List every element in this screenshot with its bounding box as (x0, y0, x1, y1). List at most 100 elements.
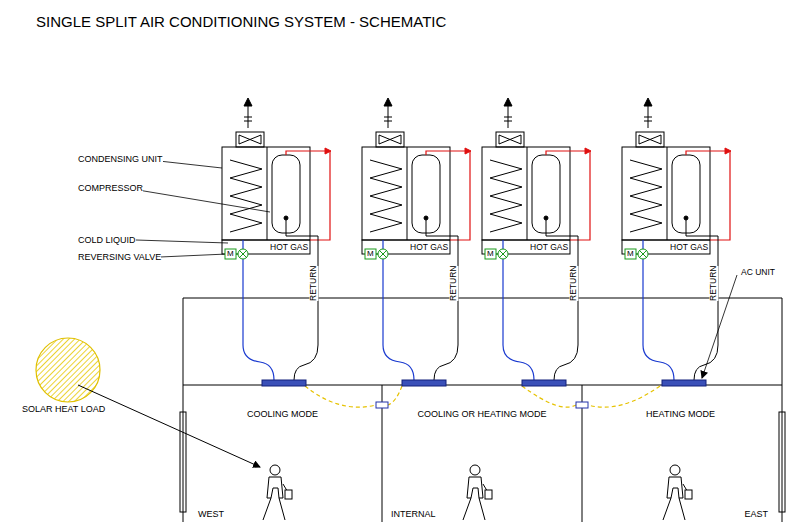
exhaust-mark (384, 117, 392, 118)
head (270, 465, 280, 475)
divider (407, 147, 408, 240)
building (180, 298, 785, 522)
pipe-label: RETURN (450, 265, 459, 300)
pipe-label: HOT GAS (530, 243, 568, 252)
fan-symbol (379, 135, 401, 144)
room: COOLING OR HEATING MODE INTERNAL (383, 386, 581, 522)
reversing-valve (238, 249, 248, 259)
title: SINGLE SPLIT AIR CONDITIONING SYSTEM - S… (36, 14, 446, 29)
coil (230, 160, 262, 232)
hot-gas-line (286, 151, 326, 155)
exhaust-mark (504, 121, 512, 122)
unit-housing (222, 147, 310, 240)
exhaust-mark (244, 117, 252, 118)
port (544, 216, 548, 220)
sensors (376, 402, 588, 408)
port (284, 216, 288, 220)
fan-symbol (239, 135, 261, 144)
port (684, 216, 688, 220)
reversing-valve (498, 249, 508, 259)
valve-cross (499, 250, 507, 258)
person (463, 465, 492, 520)
torso (267, 477, 283, 498)
room-name: EAST (744, 510, 768, 519)
unit-housing (362, 147, 450, 240)
hot-gas-line (570, 151, 590, 240)
papers (285, 490, 292, 499)
hot-gas-line (310, 151, 330, 240)
callout-label: AC UNIT (741, 268, 775, 277)
callout-label: COLD LIQUID (78, 236, 136, 245)
room: COOLING MODEWEST (184, 386, 381, 522)
papers (485, 490, 492, 499)
condensing-unit (362, 98, 471, 386)
mode-label: COOLING OR HEATING MODE (383, 410, 581, 419)
room: HEATING MODEEAST (583, 386, 778, 522)
exhaust-arrow (648, 104, 649, 128)
hot-gas-line (686, 151, 726, 155)
valve-link (636, 254, 638, 255)
valve-cross (239, 250, 247, 258)
exhaust-mark (504, 117, 512, 118)
mode-label: COOLING MODE (184, 410, 381, 419)
ac-unit (262, 380, 306, 386)
arrow-head (384, 98, 392, 106)
coil (490, 160, 522, 232)
exhaust-arrow (248, 104, 249, 128)
exhaust-mark (644, 117, 652, 118)
pipe-label: RETURN (310, 265, 319, 300)
exhaust-mark (384, 121, 392, 122)
arrow-head (244, 98, 252, 106)
torso (667, 477, 683, 498)
head (470, 465, 480, 475)
reversing-valve (378, 249, 388, 259)
unit-housing (482, 147, 570, 240)
fan-symbol (639, 135, 661, 144)
callout-label: SOLAR HEAT LOAD (22, 405, 105, 414)
fan-box (236, 132, 264, 147)
condensing-unit (622, 98, 731, 386)
ac-unit (402, 380, 446, 386)
fan-box (376, 132, 404, 147)
valve-link (376, 254, 378, 255)
liquid-pipe (243, 240, 274, 380)
liquid-pipe (383, 240, 414, 380)
divider (527, 147, 528, 240)
condensing-units (222, 98, 731, 386)
papers (685, 490, 692, 499)
exhaust-mark (244, 121, 252, 122)
valve-motor (485, 249, 496, 259)
port (424, 216, 428, 220)
sun (36, 338, 260, 467)
arrow-head (504, 98, 512, 106)
fan-symbol (499, 135, 521, 144)
arrow-head (644, 98, 652, 106)
motor-letter: M (367, 250, 374, 258)
pipe-label: HOT GAS (670, 243, 708, 252)
ac-unit (662, 380, 706, 386)
condensing-unit (222, 98, 331, 386)
valve-motor (625, 249, 636, 259)
room-name: INTERNAL (391, 510, 436, 519)
limbs (663, 484, 689, 520)
valve-cross (639, 250, 647, 258)
divider (267, 147, 268, 240)
sensor-links (305, 386, 660, 407)
motor-letter: M (487, 250, 494, 258)
callout-label: COMPRESSOR (78, 184, 143, 193)
motor-letter: M (227, 250, 234, 258)
reversing-valve (638, 249, 648, 259)
ac-unit (522, 380, 566, 386)
limbs (263, 484, 289, 520)
valve-link (236, 254, 238, 255)
exhaust-mark (644, 121, 652, 122)
pipe-label: RETURN (710, 265, 719, 300)
limbs (463, 484, 489, 520)
valve-cross (379, 250, 387, 258)
pipe-label: HOT GAS (270, 243, 308, 252)
coil (630, 160, 662, 232)
person (263, 465, 292, 520)
exhaust-arrow (388, 104, 389, 128)
callout-label: CONDENSING UNIT (78, 155, 163, 164)
head (670, 465, 680, 475)
